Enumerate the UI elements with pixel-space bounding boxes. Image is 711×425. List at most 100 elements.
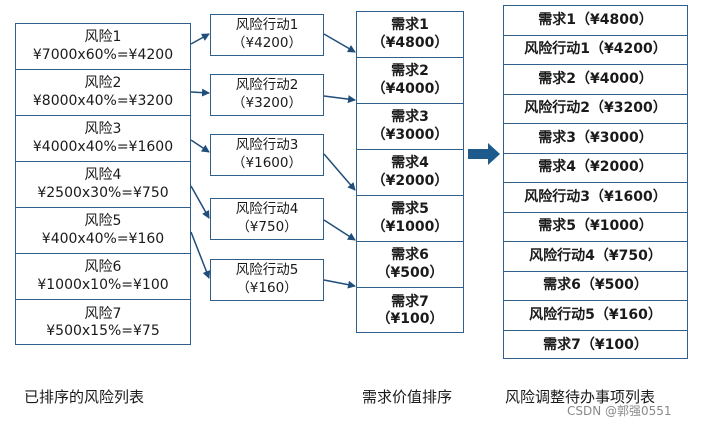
action-name: 风险行动3 — [235, 137, 299, 154]
arrow-action4-req — [323, 219, 356, 241]
risk-name: 风险4 — [84, 167, 122, 183]
todo-item-label: 需求2（¥4000） — [538, 70, 653, 87]
risk-name: 风险1 — [84, 29, 122, 45]
action-value: （¥160） — [236, 280, 298, 296]
todo-item: 需求7（¥100） — [504, 331, 687, 361]
requirement-item: 需求5 （¥1000） — [357, 196, 463, 242]
risk-formula: ¥1000x10%=¥100 — [37, 276, 169, 293]
requirement-name: 需求1 — [391, 17, 429, 33]
requirement-value: （¥100） — [376, 311, 444, 327]
action-name: 风险行动1 — [235, 17, 299, 34]
arrow-action5-req — [323, 279, 356, 289]
todo-item-label: 风险行动3（¥1600） — [524, 188, 667, 205]
risk-action-box: 风险行动2 （¥3200） — [210, 74, 324, 116]
risk-action-box: 风险行动4 （¥750） — [210, 198, 324, 240]
watermark: CSDN @郭强0551 — [567, 404, 672, 418]
caption-todo-list: 风险调整待办事项列表 — [505, 388, 656, 406]
risk-formula: ¥500x15%=¥75 — [46, 323, 160, 339]
risk-formula: ¥4000x40%=¥1600 — [32, 138, 174, 155]
risk-item: 风险1 ¥7000x60%=¥4200 — [16, 24, 190, 70]
requirement-value: （¥3000） — [371, 126, 449, 143]
todo-item: 风险行动5（¥160） — [504, 301, 687, 331]
risk-name: 风险3 — [84, 121, 122, 137]
risk-action-box: 风险行动3 （¥1600） — [210, 134, 324, 176]
todo-item: 风险行动3（¥1600） — [504, 183, 687, 213]
todo-item: 风险行动1（¥4200） — [504, 36, 687, 65]
todo-item: 风险行动2（¥3200） — [504, 95, 687, 124]
risk-item: 风险7 ¥500x15%=¥75 — [16, 300, 190, 346]
requirement-value: （¥1000） — [371, 218, 449, 235]
risk-name: 风险7 — [84, 305, 122, 322]
requirement-name: 需求2 — [391, 63, 429, 79]
todo-item-label: 需求6（¥500） — [543, 277, 648, 293]
todo-item-label: 需求3（¥3000） — [538, 129, 653, 146]
action-value: （¥750） — [236, 219, 298, 235]
risk-item: 风险2 ¥8000x40%=¥3200 — [16, 70, 190, 116]
caption-risk-list: 已排序的风险列表 — [24, 388, 145, 406]
todo-list: 需求1（¥4800） 风险行动1（¥4200） 需求2（¥4000） 风险行动2… — [503, 5, 688, 359]
todo-item: 需求1（¥4800） — [504, 6, 687, 36]
todo-item: 需求2（¥4000） — [504, 65, 687, 95]
requirement-value: （¥4800） — [371, 34, 449, 51]
arrow-risk2-action2 — [190, 88, 210, 97]
caption-requirement-ranking: 需求价值排序 — [362, 388, 453, 406]
risk-item: 风险3 ¥4000x40%=¥1600 — [16, 116, 190, 162]
merge-arrow — [468, 143, 500, 165]
risk-name: 风险6 — [84, 259, 122, 275]
arrow-action2-req — [323, 95, 356, 104]
action-name: 风险行动2 — [235, 77, 299, 94]
risk-item: 风险6 ¥1000x10%=¥100 — [16, 254, 190, 300]
todo-item-label: 需求5（¥1000） — [538, 218, 653, 234]
risk-formula: ¥8000x40%=¥3200 — [32, 92, 174, 109]
action-value: （¥1600） — [232, 155, 302, 171]
arrow-risk3-action3 — [190, 139, 210, 153]
risk-action-box: 风险行动1 （¥4200） — [210, 14, 324, 56]
risk-list: 风险1 ¥7000x60%=¥4200 风险2 ¥8000x40%=¥3200 … — [15, 23, 191, 345]
todo-item-label: 需求4（¥2000） — [538, 159, 653, 175]
requirement-item: 需求1 （¥4800） — [357, 12, 463, 58]
requirement-item: 需求6 （¥500） — [357, 242, 463, 288]
requirement-name: 需求5 — [391, 201, 429, 217]
todo-item: 需求4（¥2000） — [504, 154, 687, 183]
arrow-risk5-action5 — [190, 231, 211, 279]
risk-item: 风险4 ¥2500x30%=¥750 — [16, 162, 190, 208]
action-name: 风险行动4 — [235, 201, 299, 218]
risk-formula: ¥400x40%=¥160 — [41, 230, 165, 247]
risk-name: 风险2 — [84, 75, 122, 91]
action-value: （¥4200） — [232, 35, 302, 51]
requirement-value: （¥500） — [376, 264, 444, 281]
risk-formula: ¥2500x30%=¥750 — [37, 184, 169, 201]
risk-action-box: 风险行动5 （¥160） — [210, 259, 324, 301]
requirement-name: 需求6 — [391, 247, 429, 263]
arrow-risk1-action1 — [190, 33, 210, 45]
requirement-name: 需求7 — [391, 293, 429, 310]
requirement-item: 需求2 （¥4000） — [357, 58, 463, 104]
risk-item: 风险5 ¥400x40%=¥160 — [16, 208, 190, 254]
action-value: （¥3200） — [232, 95, 302, 111]
requirement-name: 需求4 — [391, 155, 429, 171]
arrow-action3-req — [323, 153, 356, 191]
todo-item: 风险行动4（¥750） — [504, 242, 687, 272]
arrow-risk4-action4 — [190, 185, 210, 219]
todo-item-label: 风险行动1（¥4200） — [524, 41, 667, 57]
risk-name: 风险5 — [84, 213, 122, 229]
requirement-value: （¥4000） — [371, 80, 449, 97]
arrow-action1-req — [323, 33, 356, 53]
requirement-value: （¥2000） — [371, 172, 449, 189]
todo-item-label: 需求1（¥4800） — [538, 11, 653, 28]
todo-item-label: 风险行动5（¥160） — [529, 306, 662, 323]
requirement-list: 需求1 （¥4800） 需求2 （¥4000） 需求3 （¥3000） 需求4 … — [356, 11, 464, 333]
todo-item: 需求5（¥1000） — [504, 213, 687, 242]
requirement-name: 需求3 — [391, 109, 429, 125]
todo-item-label: 需求7（¥100） — [543, 336, 648, 353]
risk-formula: ¥7000x60%=¥4200 — [32, 46, 174, 63]
action-name: 风险行动5 — [235, 262, 299, 279]
requirement-item: 需求7 （¥100） — [357, 288, 463, 334]
todo-item-label: 风险行动4（¥750） — [529, 247, 662, 264]
requirement-item: 需求3 （¥3000） — [357, 104, 463, 150]
todo-item-label: 风险行动2（¥3200） — [524, 100, 667, 116]
todo-item: 需求6（¥500） — [504, 272, 687, 301]
requirement-item: 需求4 （¥2000） — [357, 150, 463, 196]
todo-item: 需求3（¥3000） — [504, 124, 687, 154]
